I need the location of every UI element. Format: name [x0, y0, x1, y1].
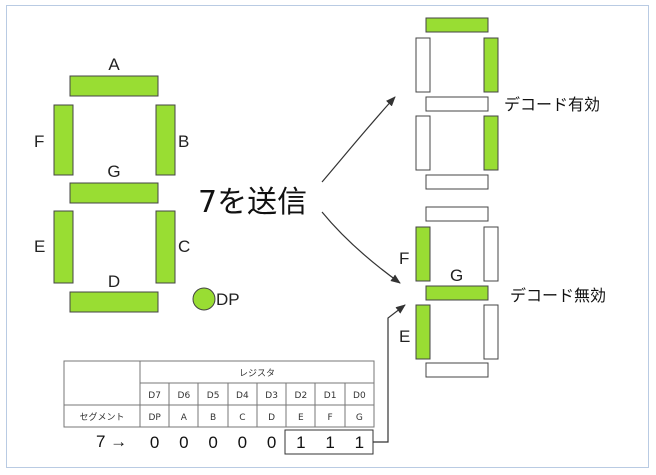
- arrow-to-decode-off-display: [373, 304, 406, 443]
- decode-off-segment-c: [483, 304, 499, 360]
- segment-cell-dp: DP: [148, 413, 161, 423]
- value-cell-d0: 1: [355, 433, 364, 452]
- decode-off-segment-b: [483, 226, 499, 282]
- decode-on-segment-d: [425, 174, 489, 190]
- register-value-cells: 0 0 0 0 0 1 1 1: [150, 433, 364, 452]
- decode-off-segment-a: [425, 206, 489, 222]
- bit-header-d5: D5: [207, 391, 220, 401]
- arrow-to-decode-on: [321, 96, 396, 183]
- bit-header-d4: D4: [236, 391, 249, 401]
- label-dp: DP: [216, 290, 240, 309]
- decode-on-segment-a: [425, 17, 489, 33]
- segment-cell-d: D: [268, 413, 275, 423]
- value-cell-d5: 0: [208, 433, 217, 452]
- left-segment-a: [69, 75, 159, 97]
- decode-on-segment-g: [425, 96, 489, 112]
- label-c: C: [178, 237, 190, 256]
- segment-cell-g: G: [356, 413, 363, 423]
- value-cell-d2: 1: [296, 433, 305, 452]
- decode-off-label-g: G: [450, 266, 463, 285]
- value-cell-d6: 0: [179, 433, 188, 452]
- decode-on-segment-f: [415, 37, 431, 93]
- left-segment-c: [155, 210, 176, 284]
- decode-on-label: デコード有効: [504, 95, 600, 114]
- bit-header-d7: D7: [148, 391, 161, 401]
- decode-on-segment-b: [483, 37, 499, 93]
- decode-off-display: [415, 206, 499, 378]
- left-segment-f: [53, 104, 74, 176]
- register-header: レジスタ: [239, 368, 275, 379]
- left-segment-g: [69, 182, 159, 204]
- left-segment-d: [69, 291, 159, 313]
- bit-header-d2: D2: [295, 391, 308, 401]
- decode-on-segment-c: [483, 115, 499, 171]
- decode-on-segment-e: [415, 115, 431, 171]
- arrow-to-decode-off: [321, 211, 401, 284]
- decode-off-label-e: E: [399, 327, 410, 346]
- decode-off-segment-g: [425, 285, 489, 301]
- segment-row-label: セグメント: [79, 411, 124, 423]
- label-e: E: [34, 237, 45, 256]
- segment-cell-a: A: [181, 413, 188, 423]
- left-segment-labels: A F B G E C D DP: [34, 55, 240, 309]
- label-d: D: [108, 272, 120, 291]
- segment-cell-b: B: [210, 413, 216, 423]
- label-b: B: [178, 132, 189, 151]
- segment-cell-c: C: [239, 413, 245, 423]
- register-table-border: [63, 360, 375, 428]
- value-cell-d1: 1: [325, 433, 334, 452]
- value-cell-d4: 0: [238, 433, 247, 452]
- left-segment-b: [155, 104, 176, 176]
- segment-cell-e: E: [298, 413, 304, 423]
- decode-off-label-f: F: [399, 249, 409, 268]
- bit-header-d1: D1: [324, 391, 337, 401]
- value-cell-d7: 0: [150, 433, 159, 452]
- bit-header-d6: D6: [178, 391, 191, 401]
- label-f: F: [34, 132, 44, 151]
- send-label: 7を送信: [198, 185, 307, 220]
- left-seven-segment-display: [53, 75, 216, 313]
- decode-off-segment-e: [415, 304, 431, 360]
- decode-on-display: [415, 17, 499, 190]
- bit-header-d3: D3: [265, 391, 278, 401]
- value-cell-d3: 0: [267, 433, 276, 452]
- left-decimal-point: [192, 287, 216, 311]
- segment-cell-f: F: [328, 413, 333, 423]
- label-g: G: [107, 162, 120, 181]
- value-prefix: 7 →: [96, 432, 127, 451]
- left-segment-e: [53, 210, 74, 284]
- decode-off-segment-f: [415, 226, 431, 282]
- decode-off-segment-d: [425, 362, 489, 378]
- bit-header-d0: D0: [353, 391, 366, 401]
- decode-off-label: デコード無効: [510, 286, 606, 305]
- label-a: A: [108, 55, 120, 74]
